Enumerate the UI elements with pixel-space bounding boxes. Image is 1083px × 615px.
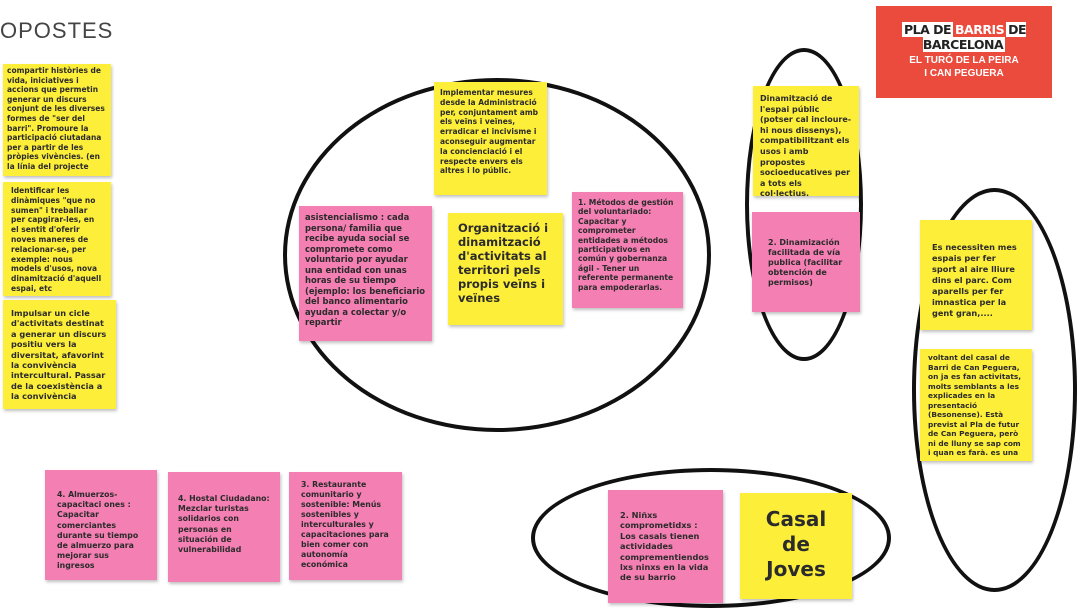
slide-title: OPOSTES — [0, 18, 114, 43]
sticky-note-organitzacio: Organització i dinamització d'activitats… — [448, 213, 563, 325]
sticky-note-left-2: Identificar les dinàmiques "que no sumen… — [3, 182, 111, 296]
sticky-note-casal-de-joves: Casal de Joves — [740, 493, 852, 599]
sticky-note-center-top: Implementar mesures desde la Administrac… — [434, 82, 547, 195]
logo-brand-part2: BARRIS — [955, 22, 1005, 37]
sticky-note-via-publica: 2. Dinamización facilitada de vía public… — [752, 212, 860, 312]
sticky-note-casal-can-peguera: voltant del casal de Barri de Can Peguer… — [920, 349, 1032, 461]
sticky-note-hostal: 4. Hostal Ciudadano: Mezclar turistas so… — [168, 472, 280, 582]
sticky-note-left-1: compartir històries de vida, iniciatives… — [3, 64, 111, 176]
sticky-note-left-3: Impulsar un cicle d'activitats destinat … — [3, 300, 116, 409]
sticky-note-ninxs: 2. Niñxs comprometidxs : Los casals tien… — [608, 490, 723, 603]
sticky-note-almuerzos: 4. Almuerzos-capacitaci ones : Capacitar… — [45, 470, 157, 580]
sticky-note-asistencialismo: asistencialismo : cada persona/ familia … — [299, 206, 432, 341]
right-ellipse — [745, 48, 863, 361]
logo-subtitle: EL TURÓ DE LA PEIRA I CAN PEGUERA — [909, 55, 1019, 79]
sticky-note-voluntariado: 1. Métodos de gestión del voluntariado: … — [572, 192, 683, 308]
sticky-note-restaurante: 3. Restaurante comunitario y sostenible:… — [289, 472, 402, 580]
far-right-ellipse — [912, 188, 1077, 592]
bottom-ellipse — [531, 468, 891, 608]
center-ellipse — [283, 78, 711, 432]
sticky-note-espai-public: Dinamització de l'espai públic (potser c… — [753, 86, 859, 196]
logo-brand-part1: PLA DE — [901, 22, 954, 37]
sticky-note-espais-sport: Es necessiten mes espais per fer sport a… — [920, 220, 1032, 330]
